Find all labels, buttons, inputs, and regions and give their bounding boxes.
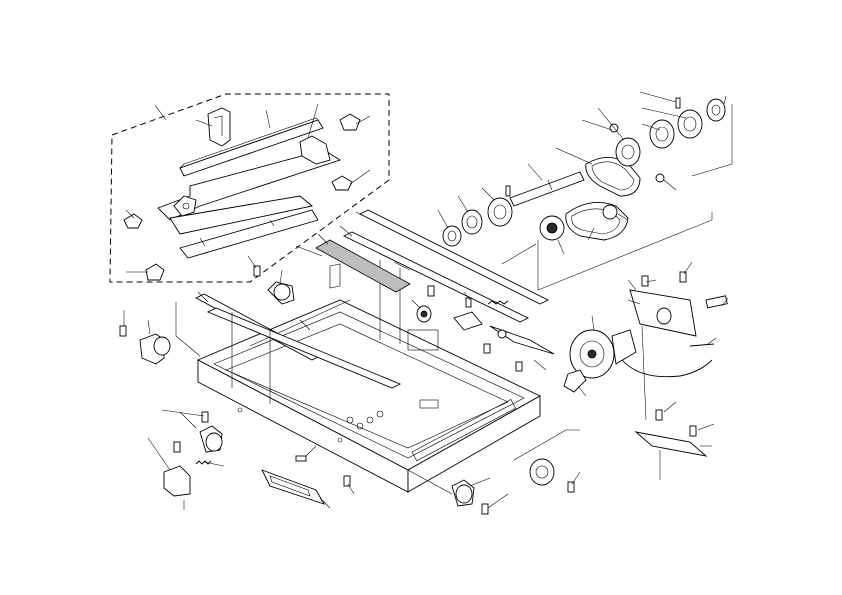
clip-left	[123, 213, 143, 229]
motor-bracket	[629, 289, 697, 337]
clip-top-right	[339, 113, 361, 131]
shaded-pad	[315, 239, 411, 293]
timing-belt-upper	[585, 157, 641, 197]
motor-harness	[621, 295, 728, 378]
scanner-rails	[195, 209, 550, 404]
exposure-glass-assembly	[157, 117, 342, 259]
actuator-plate	[453, 311, 483, 331]
drive-group-bracket	[501, 212, 713, 291]
glass-holder-left	[207, 107, 231, 147]
clip-bottom-left	[145, 263, 165, 281]
left-bracket-upper	[139, 333, 171, 365]
switch-lever	[563, 369, 587, 393]
leaders-motor	[591, 261, 729, 480]
bottom-gear-right	[529, 458, 555, 486]
timing-belt-lower	[565, 201, 629, 241]
spring-small	[487, 300, 509, 305]
bottom-pulley-center	[451, 479, 475, 507]
leaders-box	[125, 103, 371, 273]
glass-holder-right	[299, 135, 331, 165]
subassembly-boundary	[109, 93, 390, 283]
leaders-rails	[295, 211, 411, 271]
left-screws	[119, 265, 261, 453]
sensor-bracket-center	[489, 325, 555, 355]
spring-lower-left	[195, 460, 212, 465]
bottom-screws	[295, 455, 575, 515]
drive-shaft	[509, 171, 585, 207]
motor-screws	[641, 271, 697, 437]
motor-base-plate	[634, 431, 708, 457]
gear-pulleys	[442, 98, 726, 247]
leaders-left	[123, 255, 283, 510]
idler-roller	[416, 305, 432, 323]
leaders-center	[411, 291, 587, 397]
drive-motor	[569, 329, 637, 379]
bracket-clip-center	[173, 195, 197, 217]
leaders-bottom	[305, 429, 581, 509]
rail-bracket-bottom	[261, 469, 325, 505]
center-screws	[427, 285, 523, 372]
pulley-lower-left	[199, 425, 223, 453]
leaders-drive	[437, 91, 733, 255]
clip-mid-right	[331, 175, 353, 191]
pulley-left	[267, 281, 295, 305]
bracket-lower-left	[163, 465, 191, 497]
